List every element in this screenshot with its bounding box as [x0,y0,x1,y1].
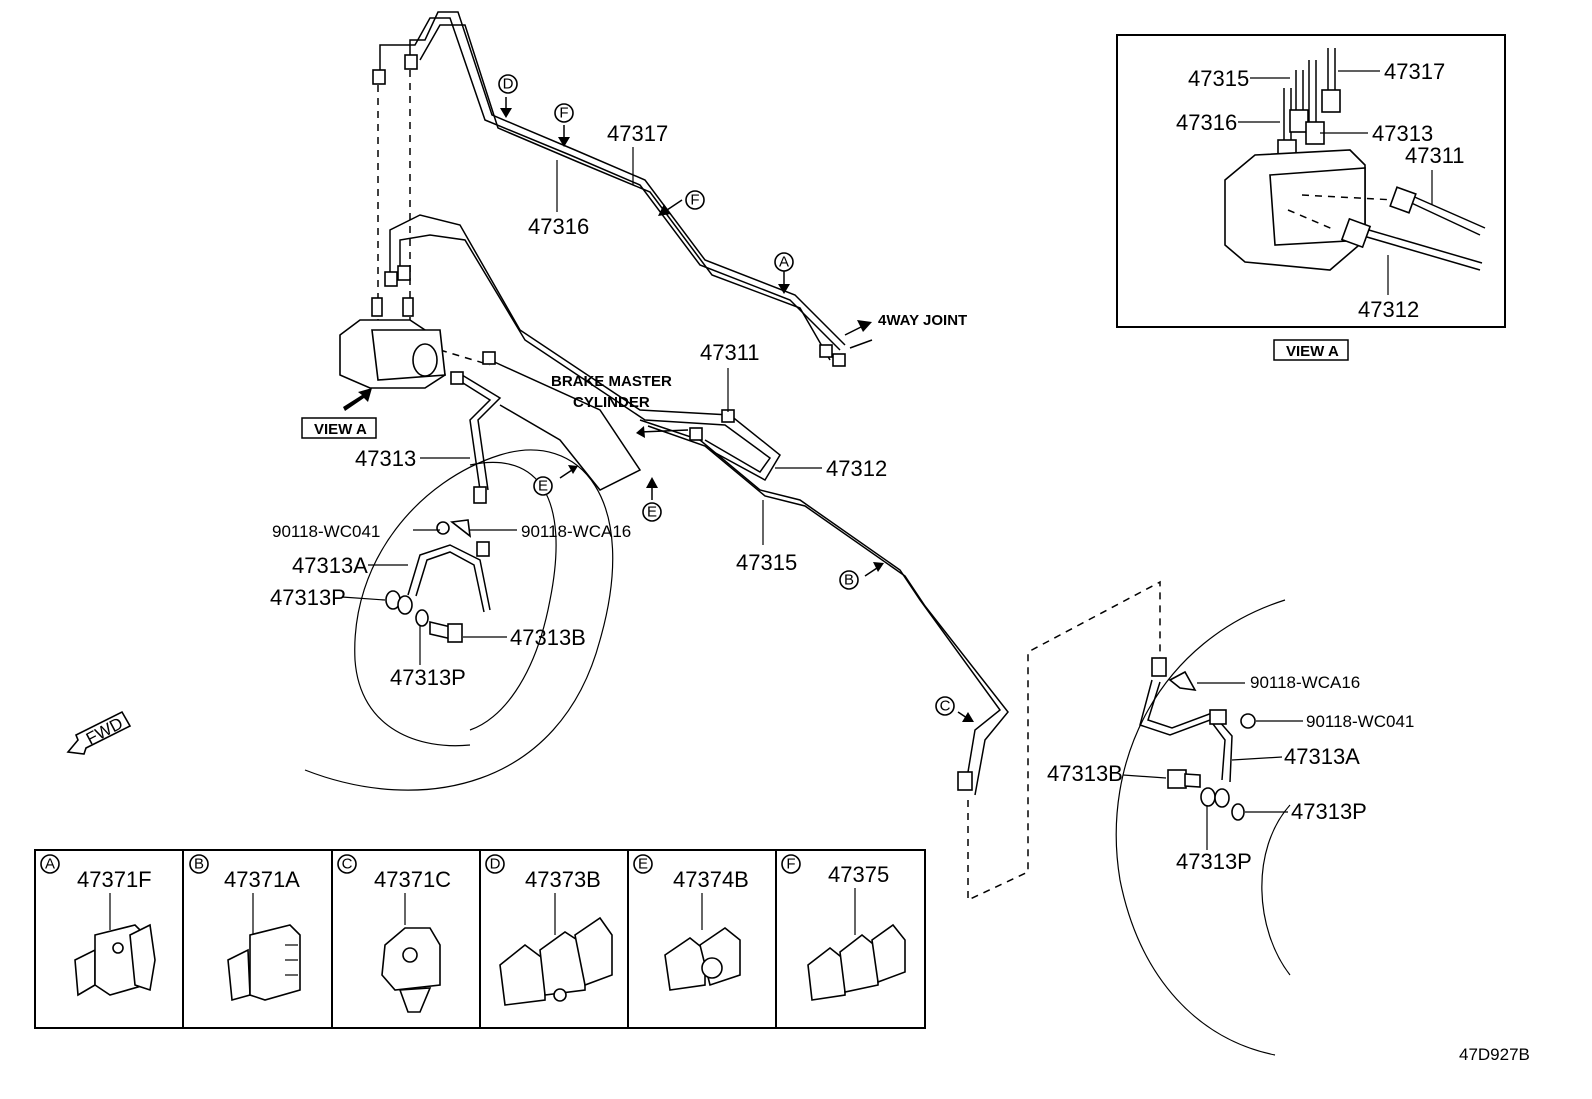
right-flex-hose [1139,670,1256,821]
label-r-90118-wc041: 90118-WC041 [1306,712,1414,731]
label-47316: 47316 [528,214,589,239]
right-wheel-outline [1115,599,1286,1056]
svg-text:47375: 47375 [828,862,889,887]
label-90118-wc041: 90118-WC041 [272,522,380,541]
view-a-label: VIEW A [314,421,367,438]
inset-label-47311: 47311 [1405,143,1465,168]
svg-text:47371C: 47371C [374,867,451,892]
svg-text:F: F [559,105,568,122]
label-47313: 47313 [355,446,416,471]
svg-text:47373B: 47373B [525,867,601,892]
label-47312: 47312 [826,456,887,481]
svg-text:C: C [342,856,353,873]
fwd-arrow: FWD [66,710,132,755]
clamp-panel [34,849,926,1029]
pipe-fittings [372,54,1167,791]
callout-circle-e2: E [642,502,662,522]
label-r-47313p-2: 47313P [1176,849,1252,874]
clamp-cell-f: F 47375 [781,854,906,1001]
view-a-inset: 47315 47317 47316 47313 47311 47312 [1116,34,1506,328]
label-47313p-2: 47313P [390,665,466,690]
pipe-47311-47312 [389,214,781,482]
inset-label-47316: 47316 [1176,110,1237,135]
svg-text:FWD: FWD [83,714,126,749]
callout-circle-d: D [498,74,518,94]
label-47313p-1: 47313P [270,585,346,610]
svg-text:C: C [940,698,951,715]
right-wheel-inner [1261,804,1291,976]
left-flex-hose [385,519,491,643]
svg-text:F: F [690,192,699,209]
label-brake-master-2: CYLINDER [573,394,650,411]
callout-circle-e1: E [533,476,553,496]
inset-view-a-box [1273,339,1349,361]
label-90118-wca16: 90118-WCA16 [521,522,631,541]
svg-text:A: A [779,254,789,271]
label-47315: 47315 [736,550,797,575]
label-47313b: 47313B [510,625,586,650]
svg-text:B: B [844,572,854,589]
clamp-cell-b: B 47371A [189,854,301,1002]
left-wheel-inner [469,461,557,731]
label-47311: 47311 [700,340,760,365]
svg-text:D: D [503,76,514,93]
svg-text:47374B: 47374B [673,867,749,892]
clamp-cell-a: A 47371F [40,854,156,997]
inset-label-47313: 47313 [1372,121,1433,146]
callout-circle-b: B [839,570,859,590]
label-r-47313a: 47313A [1284,744,1360,769]
callout-circle-a: A [774,252,794,272]
inset-label-47317: 47317 [1384,59,1445,84]
clamp-cell-e: E 47374B [633,854,749,991]
abs-actuator [339,297,446,389]
view-a-arrow [343,388,372,411]
left-wheel-outline [304,449,614,791]
inset-label-47315: 47315 [1188,66,1249,91]
label-brake-master-1: BRAKE MASTER [551,373,672,390]
inset-label-47312: 47312 [1358,297,1419,322]
label-r-90118-wca16: 90118-WCA16 [1250,673,1360,692]
svg-text:D: D [490,856,501,873]
svg-text:E: E [647,504,657,521]
label-r-47313b: 47313B [1047,761,1123,786]
dash-right-frame [967,580,1161,902]
svg-text:A: A [45,856,55,873]
view-a-label-box [301,417,377,439]
svg-text:B: B [194,856,204,873]
clamp-cell-c: C 47371C [337,854,451,1013]
callout-circle-f1: F [554,103,574,123]
svg-text:E: E [638,856,648,873]
diagram-code: 47D927B [1459,1045,1530,1064]
svg-text:E: E [538,478,548,495]
dash-brake-master [439,349,491,366]
label-47317: 47317 [607,121,668,146]
pipe-47313 [454,359,642,491]
label-47313a: 47313A [292,553,368,578]
label-4way-joint: 4WAY JOINT [878,312,967,329]
pipe-47317 [379,11,846,351]
callout-circle-c: C [935,696,955,716]
pipe-47315 [639,419,1009,796]
svg-text:F: F [786,856,795,873]
leader-lines [341,147,1303,850]
pipe-47316 [419,24,831,361]
callout-circle-f2: F [685,190,705,210]
inset-view-a-label: VIEW A [1286,343,1339,360]
clamp-cell-d: D 47373B [485,854,613,1006]
label-r-47313p-1: 47313P [1291,799,1367,824]
svg-text:47371F: 47371F [77,867,152,892]
callout-arrows [500,97,974,722]
svg-text:47371A: 47371A [224,867,300,892]
